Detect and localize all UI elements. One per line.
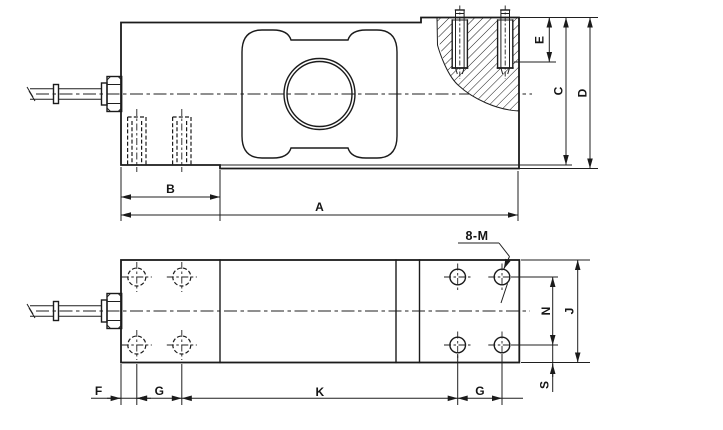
thread-note: 8-M: [458, 229, 511, 304]
dim-b: B: [120, 167, 221, 221]
plan-view: 8-M N J S: [26, 229, 590, 405]
hidden-hole: [121, 330, 152, 360]
hidden-tapped-hole-1: [126, 109, 147, 172]
tapped-hole-section-2: [496, 5, 514, 79]
tapped-hole: [444, 331, 472, 359]
dim-label-c: C: [552, 86, 566, 95]
dim-label-j: J: [563, 308, 577, 315]
side-view: E C D B A: [26, 5, 598, 221]
dim-label-d: D: [576, 88, 590, 97]
hidden-tapped-hole-2: [172, 109, 192, 172]
dim-g-right: G: [457, 384, 523, 402]
dim-label-s: S: [538, 381, 552, 389]
dim-label-n: N: [539, 307, 553, 316]
dim-g-left: G: [136, 384, 182, 402]
dim-label-k: K: [315, 385, 324, 399]
dim-c: C: [220, 17, 572, 166]
dim-label-g-right: G: [475, 384, 484, 398]
dim-label-a: A: [315, 200, 324, 214]
dim-e: E: [514, 17, 556, 63]
cable-connector-plan: [26, 292, 123, 330]
dim-d: D: [519, 17, 598, 169]
cable-break-tick: [28, 90, 36, 102]
hex-nut: [106, 75, 123, 113]
cable-connector-side: [26, 75, 123, 113]
plan-tapped-holes: [444, 263, 516, 359]
dim-label-b: B: [166, 182, 175, 196]
hidden-hole: [166, 262, 197, 292]
center-hole-inner: [286, 60, 353, 128]
hidden-hole: [166, 330, 197, 360]
dim-n: N: [511, 276, 558, 346]
section-arc: [436, 17, 520, 112]
dim-label-g-left: G: [155, 384, 164, 398]
dim-a: A: [121, 171, 519, 221]
hidden-hole: [121, 262, 152, 292]
dim-label-e: E: [533, 36, 547, 44]
thread-note-leader: [503, 256, 511, 270]
tapped-hole: [444, 263, 472, 291]
plan-hidden-holes: [121, 262, 197, 360]
center-hole-outer: [283, 57, 356, 131]
binocular-cutout: [241, 29, 398, 159]
dim-label-f: F: [95, 384, 102, 398]
dim-s: S: [538, 345, 556, 392]
dim-chain-bottom: F G K G: [91, 354, 523, 405]
dim-j: J: [521, 259, 590, 363]
dim-k: K: [181, 385, 458, 402]
tapped-hole: [488, 331, 516, 359]
thread-note-label: 8-M: [465, 229, 488, 243]
tapped-hole: [488, 263, 516, 291]
tapped-hole-section-1: [451, 5, 469, 79]
